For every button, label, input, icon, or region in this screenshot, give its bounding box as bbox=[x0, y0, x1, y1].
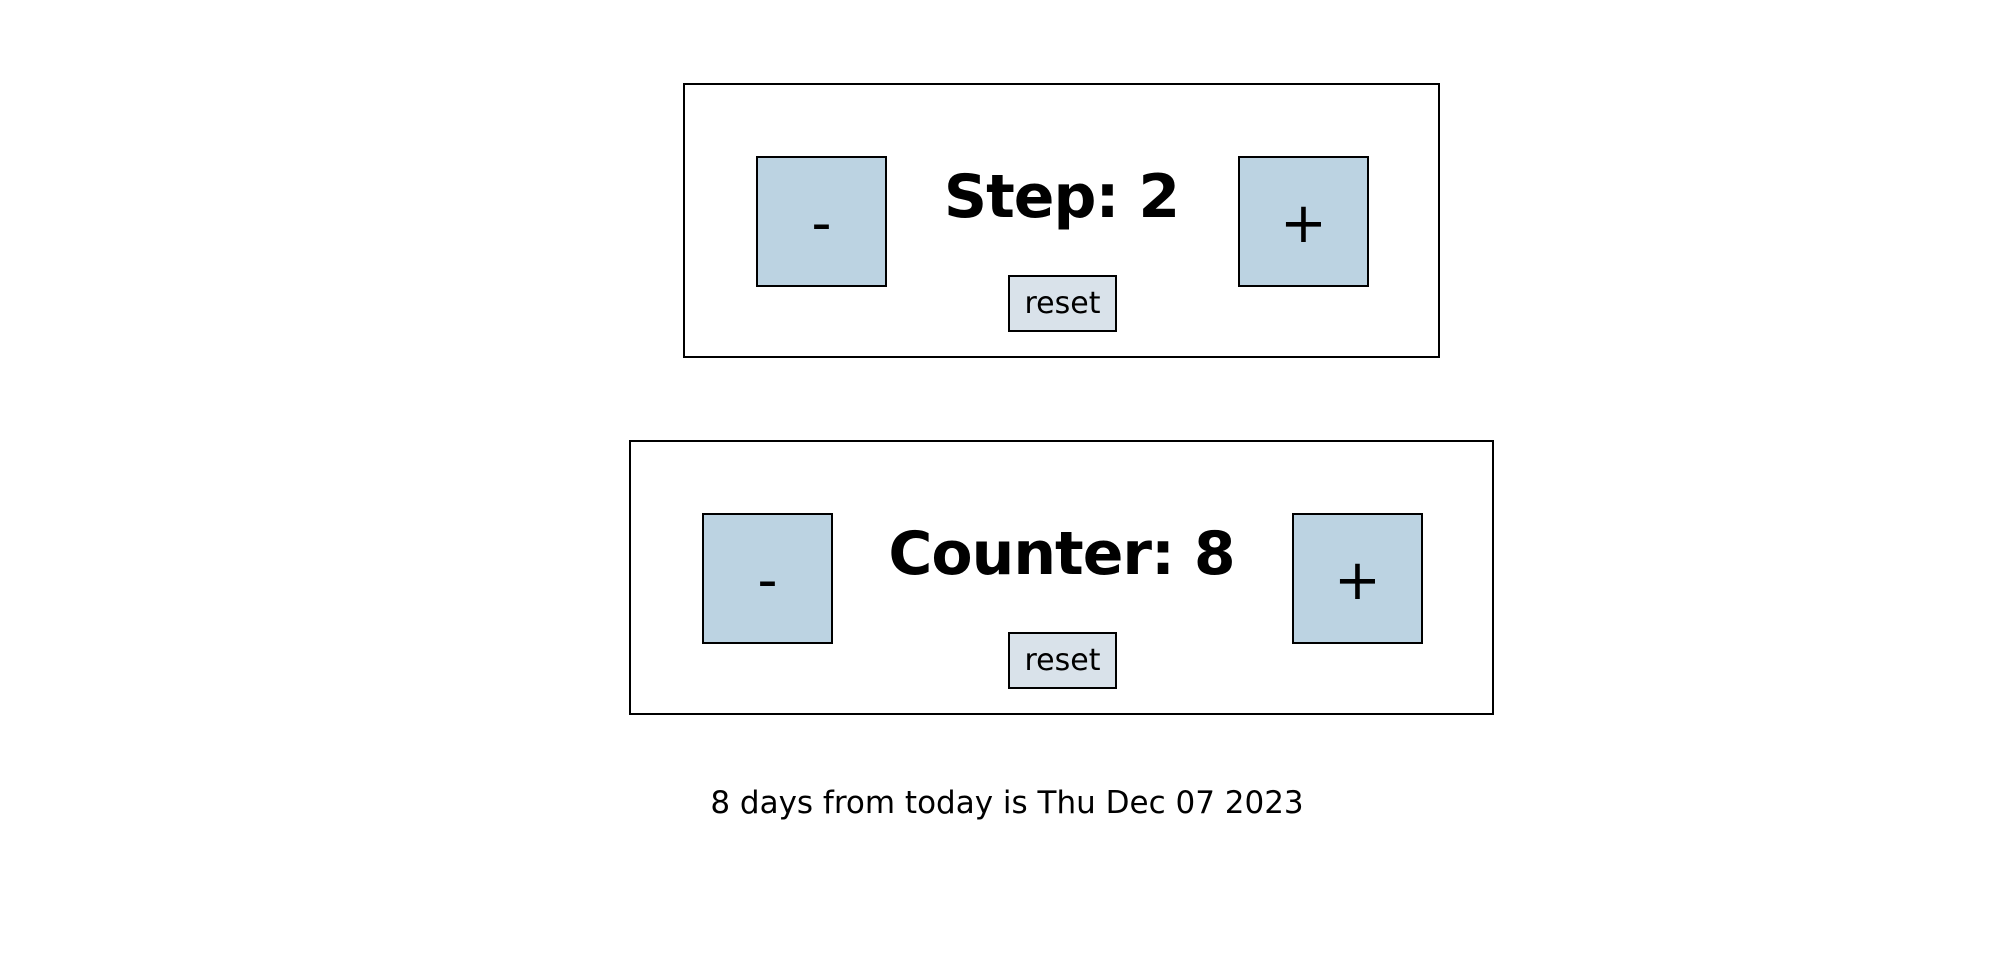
counter-increment-label: + bbox=[1334, 547, 1381, 613]
counter-decrement-label: - bbox=[757, 547, 778, 613]
step-reset-button[interactable]: reset bbox=[1008, 275, 1117, 332]
counter-panel: - Counter: 8 + reset bbox=[629, 440, 1494, 715]
step-heading: Step: 2 bbox=[943, 162, 1180, 232]
step-decrement-label: - bbox=[811, 190, 832, 256]
counter-heading: Counter: 8 bbox=[888, 519, 1235, 589]
counter-decrement-button[interactable]: - bbox=[702, 513, 833, 644]
date-result-text: 8 days from today is Thu Dec 07 2023 bbox=[710, 785, 1304, 821]
counter-reset-button[interactable]: reset bbox=[1008, 632, 1117, 689]
step-increment-button[interactable]: + bbox=[1238, 156, 1369, 287]
step-decrement-button[interactable]: - bbox=[756, 156, 887, 287]
counter-increment-button[interactable]: + bbox=[1292, 513, 1423, 644]
step-panel: - Step: 2 + reset bbox=[683, 83, 1440, 358]
step-increment-label: + bbox=[1280, 190, 1327, 256]
